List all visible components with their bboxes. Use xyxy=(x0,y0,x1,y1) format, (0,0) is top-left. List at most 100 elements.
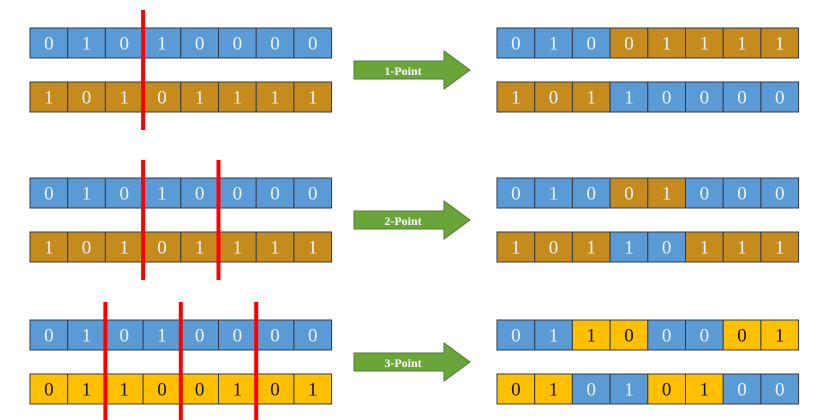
gene-bit: 0 xyxy=(662,238,672,259)
parent-gene-cell: 1 xyxy=(67,373,106,405)
gene-box xyxy=(609,373,649,405)
gene-bit: 0 xyxy=(195,34,205,55)
offspring-gene-cell: 1 xyxy=(685,231,724,263)
gene-bit: 0 xyxy=(624,34,634,55)
offspring-gene-cell: 0 xyxy=(760,373,800,405)
gene-bit: 0 xyxy=(195,326,205,347)
gene-bit: 0 xyxy=(549,88,559,109)
gene-bit: 0 xyxy=(44,326,54,347)
parent-gene-cell: 1 xyxy=(180,231,220,263)
offspring-gene-cell: 1 xyxy=(534,319,573,351)
offspring-gene-cell: 0 xyxy=(609,27,649,59)
offspring-gene-cell: 0 xyxy=(647,231,686,263)
offspring-gene-cell: 0 xyxy=(722,81,762,113)
gene-bit: 1 xyxy=(737,34,747,55)
gene-bit: 1 xyxy=(157,184,167,205)
gene-bit: 1 xyxy=(587,326,597,347)
parent-gene-cell: 1 xyxy=(218,231,257,263)
gene-bit: 1 xyxy=(662,184,672,205)
parent-gene-cell: 1 xyxy=(67,319,106,351)
parent-gene-cell: 0 xyxy=(142,373,182,405)
parent-gene-cell: 1 xyxy=(142,27,182,59)
gene-box xyxy=(534,231,573,263)
parent-gene-cell: 1 xyxy=(104,81,144,113)
gene-box xyxy=(255,373,295,405)
gene-box xyxy=(29,81,69,113)
gene-box xyxy=(647,231,686,263)
gene-bit: 0 xyxy=(775,380,785,401)
offspring-gene-cell: 1 xyxy=(647,27,686,59)
gene-box xyxy=(67,319,106,351)
gene-box xyxy=(722,373,762,405)
gene-bit: 0 xyxy=(44,380,54,401)
gene-bit: 0 xyxy=(120,34,130,55)
gene-bit: 1 xyxy=(587,238,597,259)
offspring-gene-cell: 1 xyxy=(760,319,800,351)
gene-box xyxy=(293,373,333,405)
parent-gene-cell: 0 xyxy=(142,81,182,113)
gene-bit: 1 xyxy=(624,238,634,259)
crossover-type-label: 1-Point xyxy=(384,64,421,78)
offspring-gene-cell: 0 xyxy=(496,27,536,59)
gene-box xyxy=(760,177,800,209)
gene-box xyxy=(609,81,649,113)
gene-box xyxy=(685,373,724,405)
parent-gene-cell: 0 xyxy=(255,27,295,59)
gene-box xyxy=(534,177,573,209)
gene-bit: 0 xyxy=(700,326,710,347)
gene-box xyxy=(29,319,69,351)
gene-box xyxy=(67,81,106,113)
gene-bit: 1 xyxy=(82,34,92,55)
gene-box xyxy=(255,27,295,59)
gene-box xyxy=(760,373,800,405)
offspring-gene-cell: 1 xyxy=(534,27,573,59)
gene-box xyxy=(180,27,220,59)
parent-gene-cell: 0 xyxy=(255,373,295,405)
offspring-gene-cell: 0 xyxy=(722,373,762,405)
offspring-gene-cell: 1 xyxy=(685,373,724,405)
offspring-gene-cell: 1 xyxy=(534,373,573,405)
gene-box xyxy=(255,177,295,209)
gene-box xyxy=(142,81,182,113)
gene-box xyxy=(685,177,724,209)
parent-gene-cell: 0 xyxy=(180,177,220,209)
offspring-gene-cell: 0 xyxy=(647,319,686,351)
parent-gene-cell: 0 xyxy=(293,177,333,209)
parent-gene-cell: 0 xyxy=(180,319,220,351)
gene-bit: 0 xyxy=(233,184,243,205)
parent-gene-cell: 0 xyxy=(255,177,295,209)
offspring-gene-cell: 1 xyxy=(571,319,611,351)
gene-bit: 1 xyxy=(587,88,597,109)
gene-box xyxy=(496,319,536,351)
gene-box xyxy=(609,27,649,59)
offspring-gene-cell: 0 xyxy=(685,81,724,113)
parent-gene-cell: 0 xyxy=(104,319,144,351)
gene-bit: 1 xyxy=(157,34,167,55)
gene-box xyxy=(760,319,800,351)
gene-bit: 1 xyxy=(82,326,92,347)
offspring-gene-cell: 0 xyxy=(496,319,536,351)
gene-bit: 1 xyxy=(157,326,167,347)
parent-gene-cell: 0 xyxy=(29,373,69,405)
gene-bit: 1 xyxy=(44,238,54,259)
offspring-gene-cell: 0 xyxy=(534,81,573,113)
gene-bit: 0 xyxy=(120,184,130,205)
gene-box xyxy=(571,81,611,113)
gene-bit: 0 xyxy=(270,380,280,401)
gene-bit: 0 xyxy=(44,184,54,205)
offspring-gene-cell: 0 xyxy=(722,319,762,351)
offspring-gene-cell: 1 xyxy=(647,177,686,209)
gene-bit: 1 xyxy=(270,238,280,259)
parent-gene-cell: 0 xyxy=(293,319,333,351)
parent-gene-cell: 0 xyxy=(218,27,257,59)
parent-gene-cell: 0 xyxy=(67,81,106,113)
gene-bit: 0 xyxy=(157,380,167,401)
gene-bit: 1 xyxy=(624,380,634,401)
gene-box xyxy=(293,231,333,263)
